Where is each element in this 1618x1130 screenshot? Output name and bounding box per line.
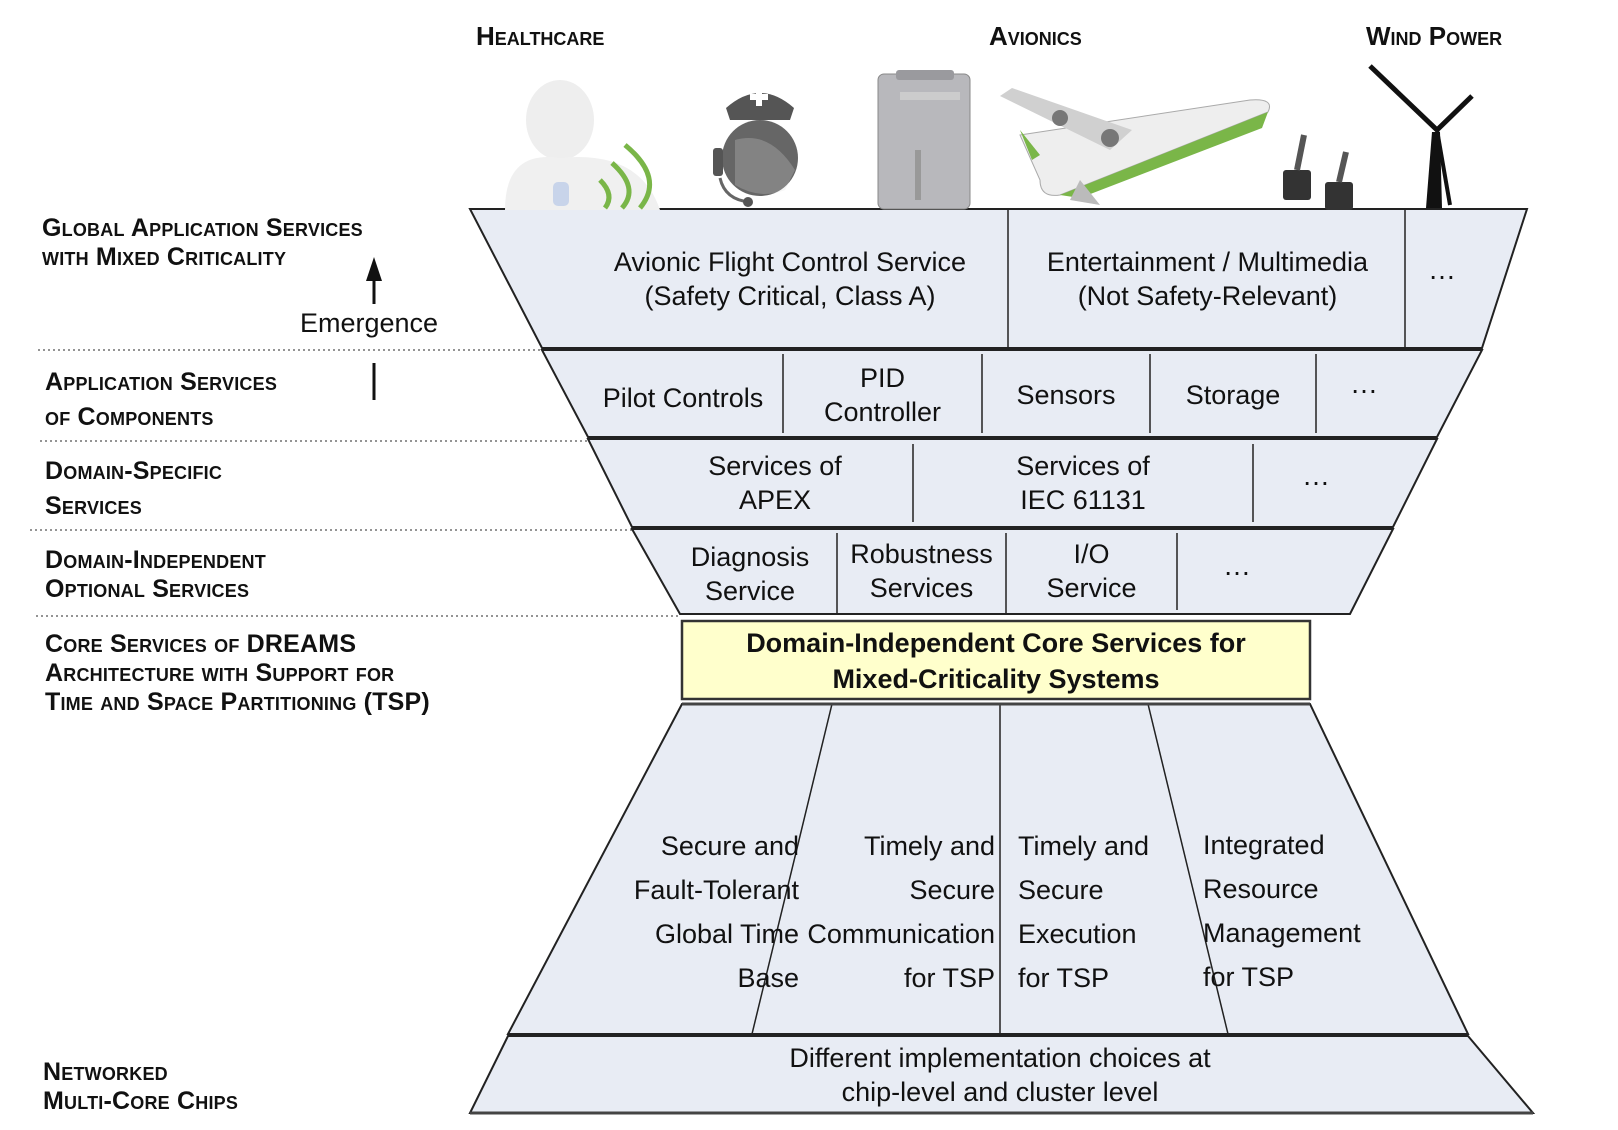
airplane-icon	[1000, 88, 1270, 205]
divider	[751, 703, 833, 1035]
tsp-resource-management: Integrated Resource Management for TSP	[1203, 830, 1361, 992]
ellipsis-components: …	[1350, 368, 1382, 399]
layer-label-chips: Networked Multi-Core Chips	[43, 1058, 239, 1115]
layer-separators	[30, 349, 680, 617]
server-tower-icon	[877, 70, 971, 210]
layer-domain-specific-shape	[586, 438, 1439, 528]
service-apex: Services of APEX	[708, 451, 842, 515]
wind-turbine-icon	[1368, 64, 1474, 208]
tsp-communication: Timely and Secure Communication for TSP	[807, 831, 995, 993]
layer-label-domain-specific: Domain-Specific Services	[45, 457, 223, 520]
ellipsis-global: …	[1428, 254, 1460, 285]
service-pilot-controls: Pilot Controls	[602, 383, 764, 413]
layer-label-components: Application Services of Components	[45, 368, 278, 431]
service-iec-61131: Services of IEC 61131	[1016, 451, 1150, 515]
layer-label-domain-independent: Domain-Independent Optional Services	[45, 546, 266, 603]
core-services-label: Domain-Independent Core Services for Mix…	[746, 628, 1246, 694]
core-box	[680, 619, 1312, 701]
layer-label-global: Global Application Services with Mixed C…	[42, 214, 363, 271]
service-storage: Storage	[1185, 380, 1281, 410]
layer-domain-independent-shape	[630, 528, 1395, 615]
layer-label-core: Core Services of DREAMS Architecture wit…	[45, 630, 430, 716]
chips-implementation-choices: Different implementation choices at chip…	[789, 1043, 1211, 1107]
nurse-headset-icon	[713, 88, 798, 207]
service-io: I/O Service	[1046, 539, 1137, 603]
service-diagnosis: Diagnosis Service	[690, 542, 810, 606]
patient-monitor-icon	[505, 80, 660, 210]
emergence-label: Emergence	[300, 308, 439, 338]
service-avionic-flight-control: Avionic Flight Control Service (Safety C…	[613, 247, 967, 311]
service-sensors: Sensors	[1016, 380, 1116, 410]
service-entertainment-multimedia: Entertainment / Multimedia (Not Safety-R…	[1046, 247, 1369, 311]
domain-heading-wind-power: Wind Power	[1366, 21, 1503, 51]
emergence-arrow	[366, 257, 382, 400]
layer-global-shape	[468, 208, 1529, 349]
ellipsis-domain-independent: …	[1223, 550, 1255, 581]
layer-components-shape	[540, 349, 1484, 438]
domain-heading-avionics: Avionics	[989, 21, 1082, 51]
tsp-execution: Timely and Secure Execution for TSP	[1018, 831, 1150, 993]
service-robustness: Robustness Services	[850, 539, 993, 603]
joysticks-icon	[1283, 134, 1353, 210]
domain-heading-healthcare: Healthcare	[476, 21, 605, 51]
divider	[1147, 703, 1229, 1035]
ellipsis-domain-specific: …	[1302, 460, 1334, 491]
service-pid-controller: PID Controller	[823, 363, 942, 427]
tsp-global-time-base: Secure and Fault-Tolerant Global Time Ba…	[633, 831, 799, 993]
